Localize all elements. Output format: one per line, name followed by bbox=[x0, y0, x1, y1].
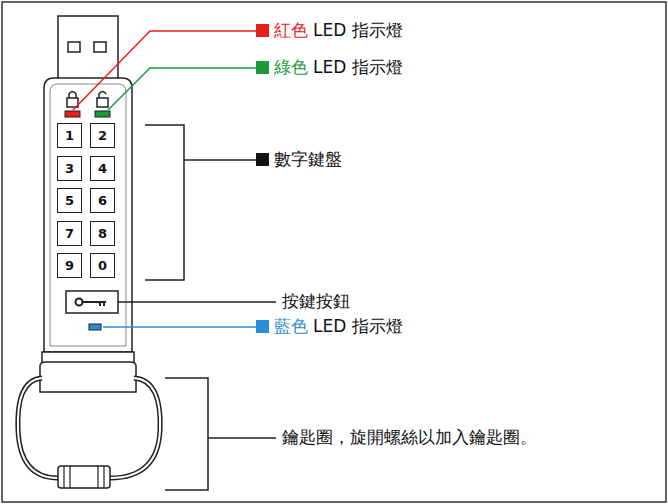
keypad-key: 0 bbox=[90, 253, 115, 278]
label-text: LED 指示燈 bbox=[313, 316, 403, 336]
key-number: 8 bbox=[98, 226, 107, 241]
key-number: 4 bbox=[98, 161, 107, 176]
callout-label: 紅色LED 指示燈 bbox=[274, 19, 403, 42]
keypad-key: 4 bbox=[90, 156, 115, 181]
key-number: 9 bbox=[65, 258, 74, 273]
key-number: 0 bbox=[98, 258, 107, 273]
keypad-key: 1 bbox=[57, 123, 82, 148]
label-text: 綠色 bbox=[274, 57, 308, 77]
label-text: 鑰匙圈，旋開螺絲以加入鑰匙圈。 bbox=[282, 427, 537, 447]
callout-label: 數字鍵盤 bbox=[274, 148, 342, 171]
label-text: LED 指示燈 bbox=[313, 20, 403, 40]
key-number: 6 bbox=[98, 193, 107, 208]
keypad-key: 3 bbox=[57, 156, 82, 181]
callout-label: 藍色LED 指示燈 bbox=[274, 315, 403, 338]
keypad-key: 5 bbox=[57, 188, 82, 213]
callout-label: 綠色LED 指示燈 bbox=[274, 56, 403, 79]
key-number: 3 bbox=[65, 161, 74, 176]
key-number: 2 bbox=[98, 128, 107, 143]
label-text: 藍色 bbox=[274, 316, 308, 336]
label-text: 按鍵按鈕 bbox=[282, 291, 350, 311]
label-text: LED 指示燈 bbox=[313, 57, 403, 77]
keypad-key: 2 bbox=[90, 123, 115, 148]
key-number: 5 bbox=[65, 193, 74, 208]
key-number: 7 bbox=[65, 226, 74, 241]
label-text: 紅色 bbox=[274, 20, 308, 40]
keypad-key: 7 bbox=[57, 221, 82, 246]
label-text: 數字鍵盤 bbox=[274, 149, 342, 169]
key-number: 1 bbox=[65, 128, 74, 143]
keypad-key: 8 bbox=[90, 221, 115, 246]
keypad-key: 6 bbox=[90, 188, 115, 213]
callout-label: 鑰匙圈，旋開螺絲以加入鑰匙圈。 bbox=[282, 426, 537, 449]
keypad-key: 9 bbox=[57, 253, 82, 278]
callout-label: 按鍵按鈕 bbox=[282, 290, 350, 313]
